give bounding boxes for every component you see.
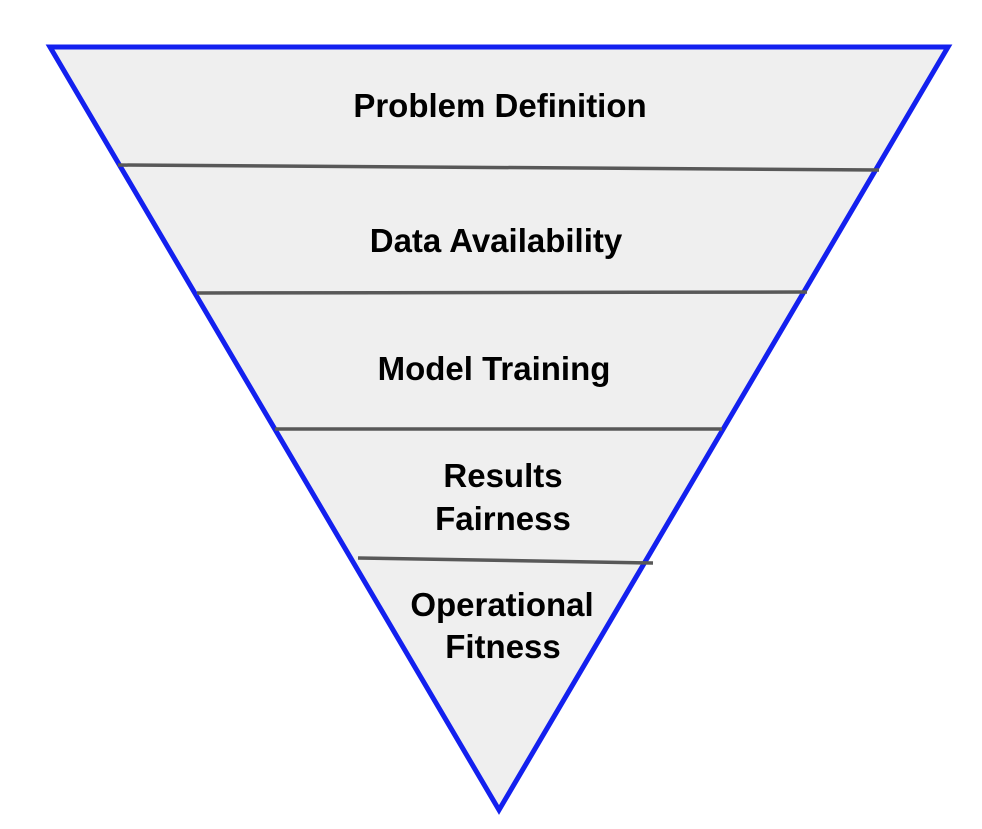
level-label-results-fairness-line2: Fairness <box>435 500 571 537</box>
level-label-results-fairness-line1: Results <box>443 457 562 494</box>
level-divider-2 <box>196 290 808 295</box>
level-label-operational-fitness-line2: Fitness <box>445 628 561 665</box>
level-divider-1 <box>117 163 880 172</box>
level-label-operational-fitness-line1: Operational <box>410 586 593 623</box>
level-label-data-availability: Data Availability <box>370 222 623 259</box>
level-label-model-training: Model Training <box>378 350 611 387</box>
level-divider-4 <box>357 556 654 565</box>
level-label-problem-definition: Problem Definition <box>353 87 646 124</box>
